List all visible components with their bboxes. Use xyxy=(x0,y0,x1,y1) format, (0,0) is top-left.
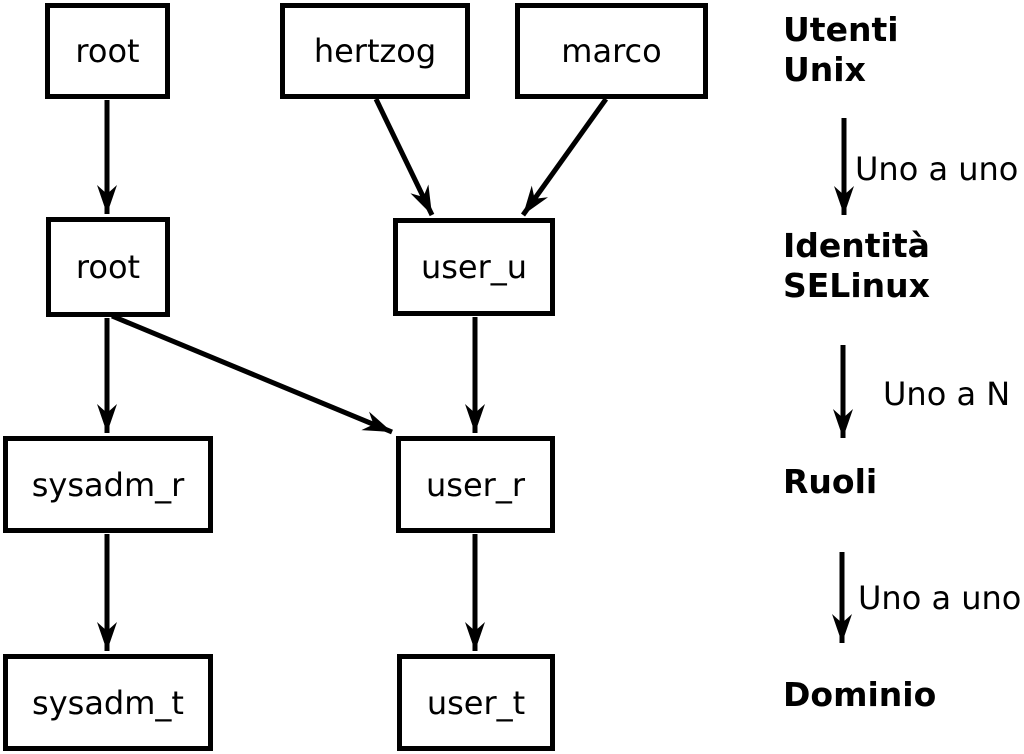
edge-marco-useru xyxy=(520,97,609,217)
node-role-user-r: user_r xyxy=(396,436,555,533)
legend-relation-uno-a-uno-1: Uno a uno xyxy=(855,150,1019,188)
edge-hertzog-useru xyxy=(373,97,435,217)
legend-level-identita-selinux-line1: Identità xyxy=(783,226,930,265)
legend-level-utenti-unix-line2: Unix xyxy=(783,50,866,89)
node-unix-hertzog: hertzog xyxy=(280,3,470,99)
legend-level-dominio: Dominio xyxy=(783,675,937,714)
node-selinux-root: root xyxy=(46,217,170,317)
node-unix-marco: marco xyxy=(515,3,708,99)
node-unix-root: root xyxy=(45,3,170,99)
legend-level-ruoli: Ruoli xyxy=(783,462,878,501)
legend-level-identita-selinux-line2: SELinux xyxy=(783,266,930,305)
node-domain-sysadm-t: sysadm_t xyxy=(3,654,213,751)
node-role-sysadm-r: sysadm_r xyxy=(3,436,213,533)
edge-selinuxroot-userr xyxy=(111,313,393,435)
legend-relation-uno-a-n: Uno a N xyxy=(883,375,1011,413)
node-domain-user-t: user_t xyxy=(397,654,555,751)
legend-relation-uno-a-uno-2: Uno a uno xyxy=(858,579,1022,617)
node-selinux-user-u: user_u xyxy=(393,218,555,316)
legend-level-utenti-unix-line1: Utenti xyxy=(783,10,899,49)
